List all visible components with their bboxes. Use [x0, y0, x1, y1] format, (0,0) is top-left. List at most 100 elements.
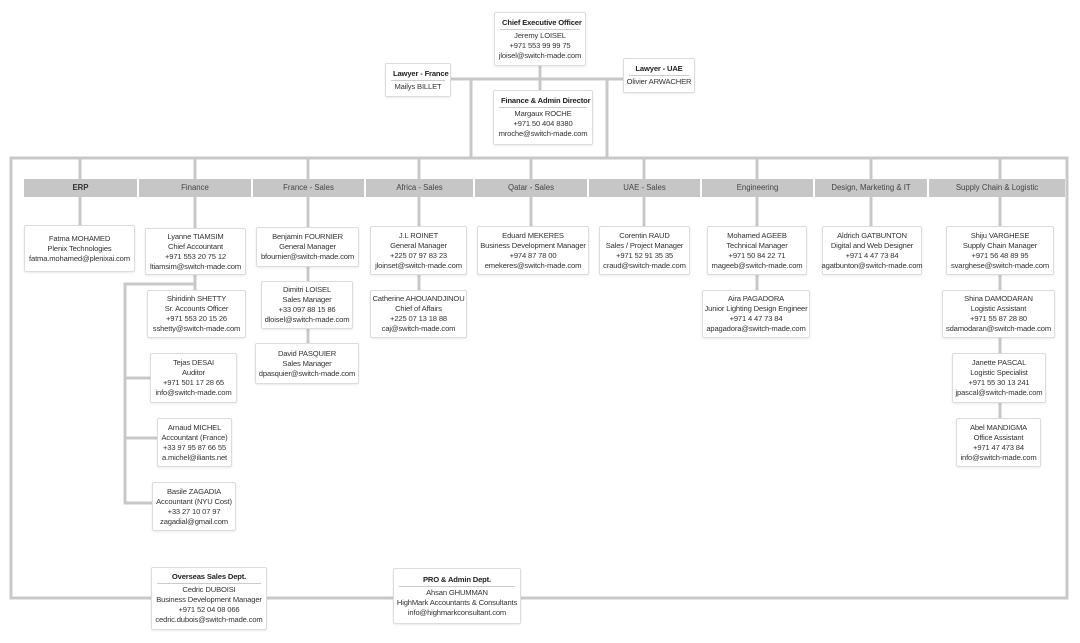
email-text: info@switch-made.com — [155, 388, 232, 397]
email-text: agatbunton@switch-made.com — [821, 260, 923, 270]
phone-text: +225 07 97 83 23 — [390, 250, 447, 260]
role-text: Office Assistant — [973, 432, 1024, 442]
phone-text: +225 07 13 18 88 — [390, 314, 447, 323]
person-name: Benjamin FOURNIER — [272, 232, 343, 241]
phone-text: +971 47 473 84 — [973, 442, 1024, 452]
person-name: Shiridinh SHETTY — [166, 294, 227, 303]
phone-text: +971 55 30 13 241 — [968, 378, 1030, 387]
email-text: zagadial@gmail.com — [160, 516, 228, 526]
role-text: Logistic Specialist — [970, 368, 1028, 377]
phone-text: +971 553 20 75 12 — [164, 251, 226, 261]
person-name: Mohamed AGEEB — [727, 230, 787, 240]
person-name: Fatma MOHAMED — [48, 233, 111, 243]
phone-text: +33 97 95 87 66 55 — [163, 442, 226, 452]
person-name: Basile ZAGADIA — [166, 486, 222, 496]
card-title: PRO & Admin Dept. — [399, 575, 515, 587]
person-name: J.L ROINET — [398, 230, 439, 240]
email-text: fatma.mohamed@plenixai.com — [29, 253, 130, 263]
role-text: General Manager — [279, 242, 336, 251]
card-title: Chief Executive Officer — [500, 18, 582, 30]
person-name: Shiju VARGHESE — [970, 230, 1030, 240]
role-text: Sr. Accounts Officer — [164, 304, 229, 313]
phone-text: +33 27 10 07 97 — [167, 506, 221, 516]
person-name: Janette PASCAL — [971, 358, 1027, 367]
role-text: Auditor — [181, 368, 205, 377]
phone-text: +971 50 84 22 71 — [728, 250, 786, 260]
phone-text: +33 097 88 15 86 — [278, 305, 336, 314]
person-name: Abel MANDIGMA — [969, 422, 1028, 432]
email-text: emekeres@switch-made.com — [484, 260, 582, 270]
department-header: Engineering — [702, 179, 813, 197]
person-name: Catherine AHOUANDJINOU — [372, 294, 465, 303]
role-text: Business Development Manager — [480, 240, 586, 250]
role-text: Business Development Manager — [156, 595, 262, 604]
department-header: ERP — [24, 179, 137, 197]
role-text: Logistic Assistant — [970, 304, 1027, 313]
person-name: Margaux ROCHE — [514, 109, 572, 118]
email-text: bfournier@switch-made.com — [260, 252, 354, 261]
department-header: Africa - Sales — [366, 179, 473, 197]
email-text: svarghese@switch-made.com — [950, 260, 1050, 270]
phone-text: +971 553 99 99 75 — [509, 40, 571, 50]
email-text: caj@switch-made.com — [381, 324, 456, 333]
role-text: Sales Manager — [282, 295, 332, 304]
email-text: jloisel@switch-made.com — [498, 50, 582, 60]
role-text: Plenix Technologies — [47, 243, 112, 253]
person-name: Mailys BILLET — [394, 81, 442, 91]
person-name: Aira PAGADORA — [727, 294, 785, 303]
person-name: Aldrich GATBUNTON — [837, 230, 907, 240]
person-name: Cedric DUBOISI — [182, 585, 236, 594]
role-text: HighMark Accountants & Consultants — [396, 597, 518, 607]
department-header: Qatar - Sales — [475, 179, 587, 197]
phone-text: +971 4 47 73 84 — [729, 314, 783, 323]
email-text: info@switch-made.com — [960, 452, 1037, 462]
email-text: mroche@switch-made.com — [498, 129, 588, 138]
person-name: Arnaud MICHEL — [167, 422, 222, 432]
email-text: ltiamsim@switch-made.com — [149, 261, 242, 271]
card-title: Lawyer - France — [391, 69, 449, 81]
phone-text: +971 52 91 35 35 — [616, 250, 673, 260]
role-text: Accountant (NYU Cost) — [156, 496, 232, 506]
phone-text: +971 553 20 15 26 — [165, 314, 227, 323]
person-name: Olivier ARWACHER — [626, 77, 692, 86]
role-text: Sales / Project Manager — [605, 240, 684, 250]
email-text: dpasquier@switch-made.com — [258, 368, 356, 378]
card-title: Lawyer - UAE — [629, 64, 689, 76]
email-text: a.michel@iliants.net — [161, 452, 228, 462]
role-text: Technical Manager — [726, 240, 788, 250]
phone-text: +971 55 87 28 80 — [970, 314, 1027, 323]
role-text: Chief Accountant — [167, 241, 223, 251]
role-text: Junior Lighting Design Engineer — [704, 304, 808, 313]
email-text: sdamodaran@switch-made.com — [945, 324, 1052, 333]
email-text: info@highmarkconsultant.com — [407, 607, 507, 617]
department-header: Finance — [139, 179, 251, 197]
person-name: Tejas DESAI — [173, 358, 214, 367]
department-header: Design, Marketing & IT — [815, 179, 927, 197]
phone-text: +971 501 17 28 65 — [162, 378, 224, 387]
person-name: Eduard MEKERES — [502, 230, 564, 240]
role-text: Digital and Web Designer — [830, 240, 914, 250]
email-text: craud@switch-made.com — [603, 260, 686, 270]
person-name: Dimitri LOISEL — [282, 285, 332, 294]
role-text: Sales Manager — [282, 358, 332, 368]
person-name: Lyanne TIAMSIM — [167, 231, 224, 241]
person-name: Shina DAMODARAN — [964, 294, 1033, 303]
